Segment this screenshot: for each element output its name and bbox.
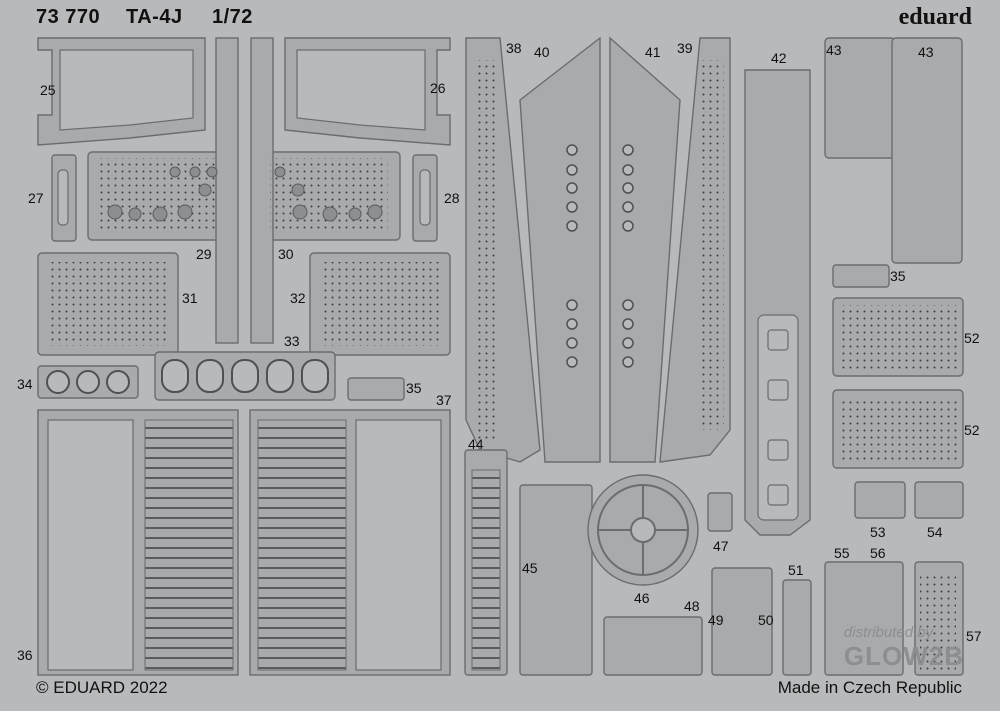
strip-30 — [250, 37, 274, 344]
part-35-a — [347, 377, 405, 401]
label-56: 56 — [870, 545, 886, 561]
label-52-a: 52 — [964, 330, 980, 346]
label-26: 26 — [430, 80, 446, 96]
label-35-b: 35 — [890, 268, 906, 284]
label-54: 54 — [927, 524, 943, 540]
label-53: 53 — [870, 524, 886, 540]
origin-text: Made in Czech Republic — [777, 678, 962, 697]
label-25: 25 — [40, 82, 56, 98]
part-41 — [609, 36, 681, 463]
label-27: 27 — [28, 190, 44, 206]
copyright-text: © EDUARD 2022 — [36, 678, 168, 697]
part-40 — [519, 36, 601, 463]
label-29: 29 — [196, 246, 212, 262]
label-41: 41 — [645, 44, 661, 60]
label-42: 42 — [771, 50, 787, 66]
label-33: 33 — [284, 333, 300, 349]
label-50: 50 — [758, 612, 774, 628]
label-57: 57 — [966, 628, 982, 644]
label-43-b: 43 — [918, 44, 934, 60]
strip-29 — [215, 37, 239, 344]
part-35-b — [832, 264, 890, 288]
part-47 — [707, 492, 733, 532]
label-31: 31 — [182, 290, 198, 306]
kit-scale: 1/72 — [212, 6, 253, 28]
label-35-a: 35 — [406, 380, 422, 396]
label-37: 37 — [436, 392, 452, 408]
part-45 — [519, 484, 593, 676]
watermark-line1: distributed by — [843, 624, 934, 641]
part-55-56 — [824, 561, 904, 676]
label-38: 38 — [506, 40, 522, 56]
label-44: 44 — [468, 436, 484, 452]
label-36: 36 — [17, 647, 33, 663]
label-30: 30 — [278, 246, 294, 262]
label-46: 46 — [634, 590, 650, 606]
part-51 — [782, 579, 812, 676]
label-52-b: 52 — [964, 422, 980, 438]
label-40: 40 — [534, 44, 550, 60]
label-43-a: 43 — [826, 42, 842, 58]
part-43-b — [891, 37, 963, 264]
label-28: 28 — [444, 190, 460, 206]
label-47: 47 — [713, 538, 729, 554]
aircraft-model: TA-4J — [126, 6, 183, 28]
kit-code: 73 770 — [36, 6, 101, 28]
part-53 — [854, 481, 906, 519]
label-48: 48 — [684, 598, 700, 614]
label-39: 39 — [677, 40, 693, 56]
label-45: 45 — [522, 560, 538, 576]
brand-logo: eduard — [898, 4, 972, 30]
part-48 — [603, 616, 703, 676]
part-54 — [914, 481, 964, 519]
label-34: 34 — [17, 376, 33, 392]
part-49-50 — [711, 567, 773, 676]
label-32: 32 — [290, 290, 306, 306]
label-49: 49 — [708, 612, 724, 628]
label-55: 55 — [834, 545, 850, 561]
distributor-watermark: distributed by GLOW2B — [844, 624, 964, 672]
label-51: 51 — [788, 562, 804, 578]
watermark-line2: GLOW2B — [843, 641, 964, 671]
